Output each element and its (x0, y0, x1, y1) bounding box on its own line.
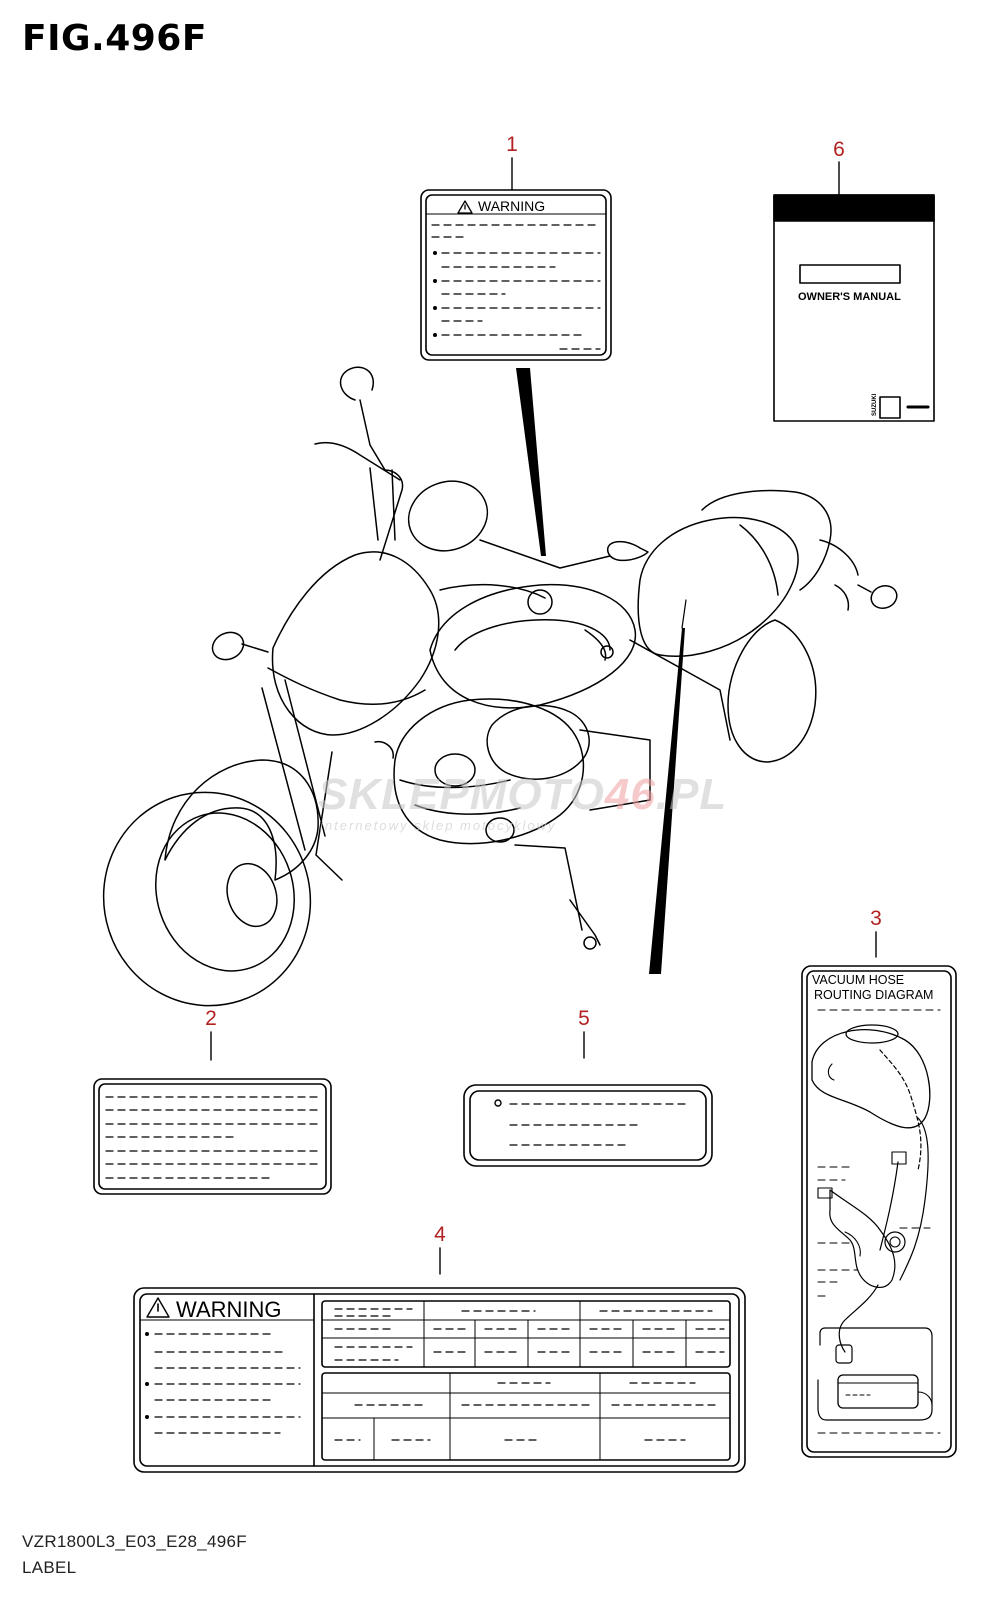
ref-number-1: 1 (506, 133, 518, 156)
label-2-outline (93, 1078, 332, 1195)
ref-number-6: 6 (833, 138, 845, 161)
leader-lines (210, 157, 877, 1275)
ref-number-5: 5 (578, 1007, 590, 1030)
label-4-warning-text: WARNING (176, 1297, 282, 1322)
diagram-label: LABEL (22, 1558, 77, 1577)
label-4-outline (133, 1287, 746, 1473)
manual-6-title: OWNER'S MANUAL (798, 291, 901, 303)
figure-title: FIG.496F (22, 18, 207, 59)
manual-6-brand: SUZUKI (872, 393, 878, 416)
diagram-code: VZR1800L3_E03_E28_496F (22, 1532, 247, 1551)
label-3-title-line2: ROUTING DIAGRAM (814, 988, 934, 1002)
ref-number-3: 3 (870, 907, 882, 930)
label-3-title-line1: VACUUM HOSE (812, 973, 905, 987)
label-3-outline (801, 965, 957, 1458)
pointer-wedge-5 (649, 628, 685, 974)
motorcycle-illustration (102, 366, 898, 1007)
label-1-outline (420, 189, 612, 361)
pointer-wedge-1 (516, 368, 546, 556)
watermark: SKLEPMOTO46.PL (318, 770, 728, 819)
ref-number-2: 2 (205, 1007, 217, 1030)
label-1-warning-text: WARNING (478, 198, 546, 214)
manual-6-outline (773, 194, 935, 422)
ref-number-4: 4 (434, 1223, 446, 1246)
label-5-outline (463, 1084, 713, 1167)
watermark-subtitle: internetowy sklep motocyklowy (320, 818, 557, 833)
